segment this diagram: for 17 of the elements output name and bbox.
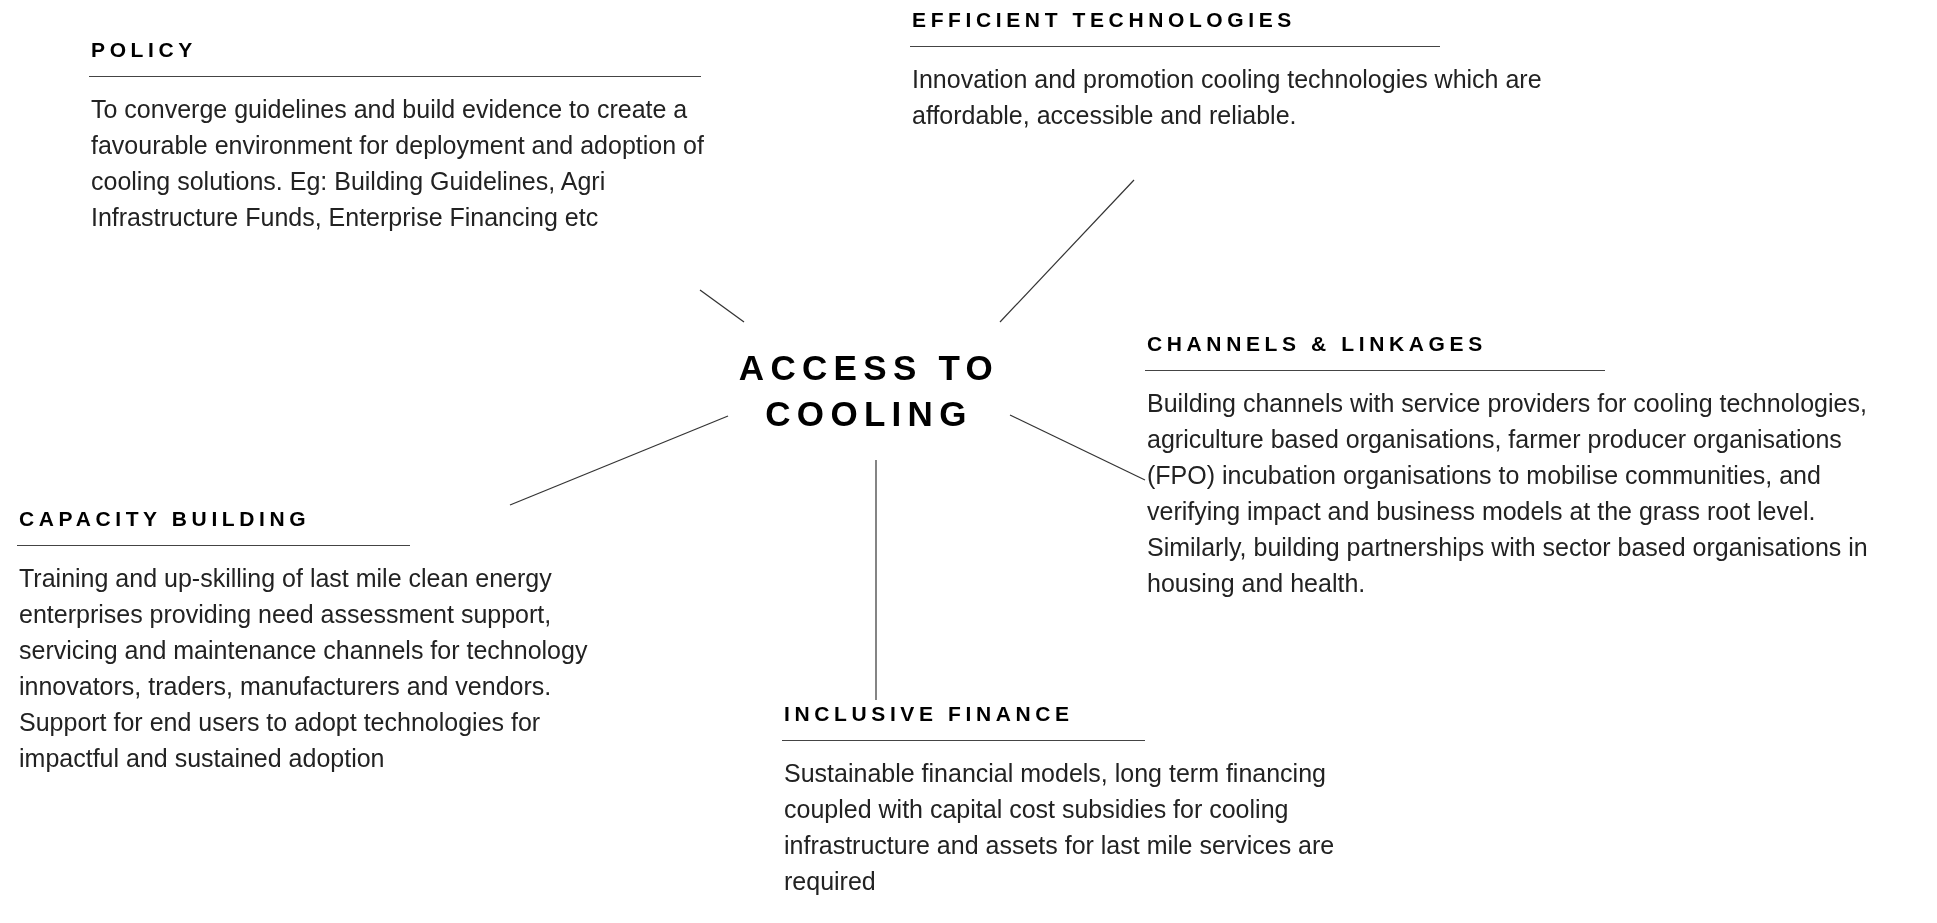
center-title: ACCESS TO COOLING bbox=[737, 347, 1001, 435]
description-text: Sustainable financial models, long term financing coupled with capital cost subsidies for cooling infrastructure and assets for last mile services are required bbox=[783, 758, 1336, 897]
description-text: Innovation and promotion cooling technologies which are affordable, accessible and reliable. bbox=[911, 64, 1543, 131]
description-text: Training and up-skilling of last mile clean energy enterprises providing need assessment support, servicing and maintenance channels for technology innovators, traders, manufacturers and vendors. bbox=[18, 563, 589, 702]
section-heading: CAPACITY BUILDING bbox=[18, 506, 311, 532]
connector-line bbox=[699, 289, 745, 323]
connector-line bbox=[999, 179, 1135, 323]
section-heading: INCLUSIVE FINANCE bbox=[783, 701, 1074, 727]
section-heading: CHANNELS & LINKAGES bbox=[1146, 331, 1487, 357]
section-heading: POLICY bbox=[90, 37, 197, 63]
connector-line bbox=[875, 459, 877, 701]
description-text: Building channels with service providers for cooling technologies, agriculture based organisations, farmer producer organisations (FPO) incubation organisations to mobilise communities, and verifying impact and business models at the grass root level. Similarly, building partnerships with sector based organisations in housing and health. bbox=[1146, 388, 1869, 599]
description-text: Support for end users to adopt technologies for impactful and sustained adoption bbox=[18, 707, 542, 774]
section-heading: EFFICIENT TECHNOLOGIES bbox=[911, 7, 1296, 33]
connector-line bbox=[509, 415, 729, 506]
description-text: To converge guidelines and build evidence to create a favourable environment for deployment and adoption of cooling solutions. Eg: Building Guidelines, Agri Infrastructure Funds, Enterprise Financing etc bbox=[90, 94, 705, 233]
connector-line bbox=[1009, 414, 1146, 481]
